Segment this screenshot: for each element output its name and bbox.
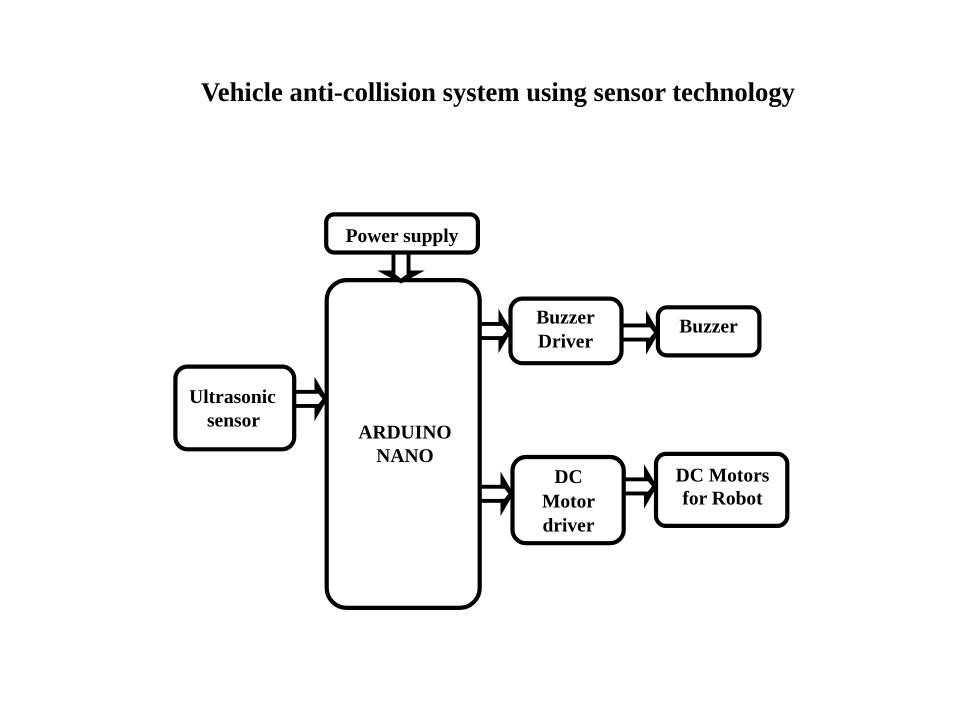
svg-text:Driver: Driver <box>538 332 594 353</box>
svg-text:ARDUINO: ARDUINO <box>358 423 451 444</box>
svg-text:driver: driver <box>543 516 595 537</box>
svg-text:Vehicle anti-collision system: Vehicle anti-collision system using sens… <box>201 77 795 107</box>
svg-text:Power supply: Power supply <box>346 226 459 247</box>
svg-text:NANO: NANO <box>376 446 433 467</box>
svg-text:Buzzer: Buzzer <box>679 317 738 338</box>
svg-text:Motor: Motor <box>542 491 595 512</box>
svg-text:Ultrasonic: Ultrasonic <box>189 387 276 408</box>
svg-text:DC Motors: DC Motors <box>676 465 770 486</box>
svg-text:for Robot: for Robot <box>682 488 763 509</box>
svg-text:sensor: sensor <box>207 411 260 432</box>
svg-text:Buzzer: Buzzer <box>536 308 595 329</box>
svg-text:DC: DC <box>554 467 582 488</box>
